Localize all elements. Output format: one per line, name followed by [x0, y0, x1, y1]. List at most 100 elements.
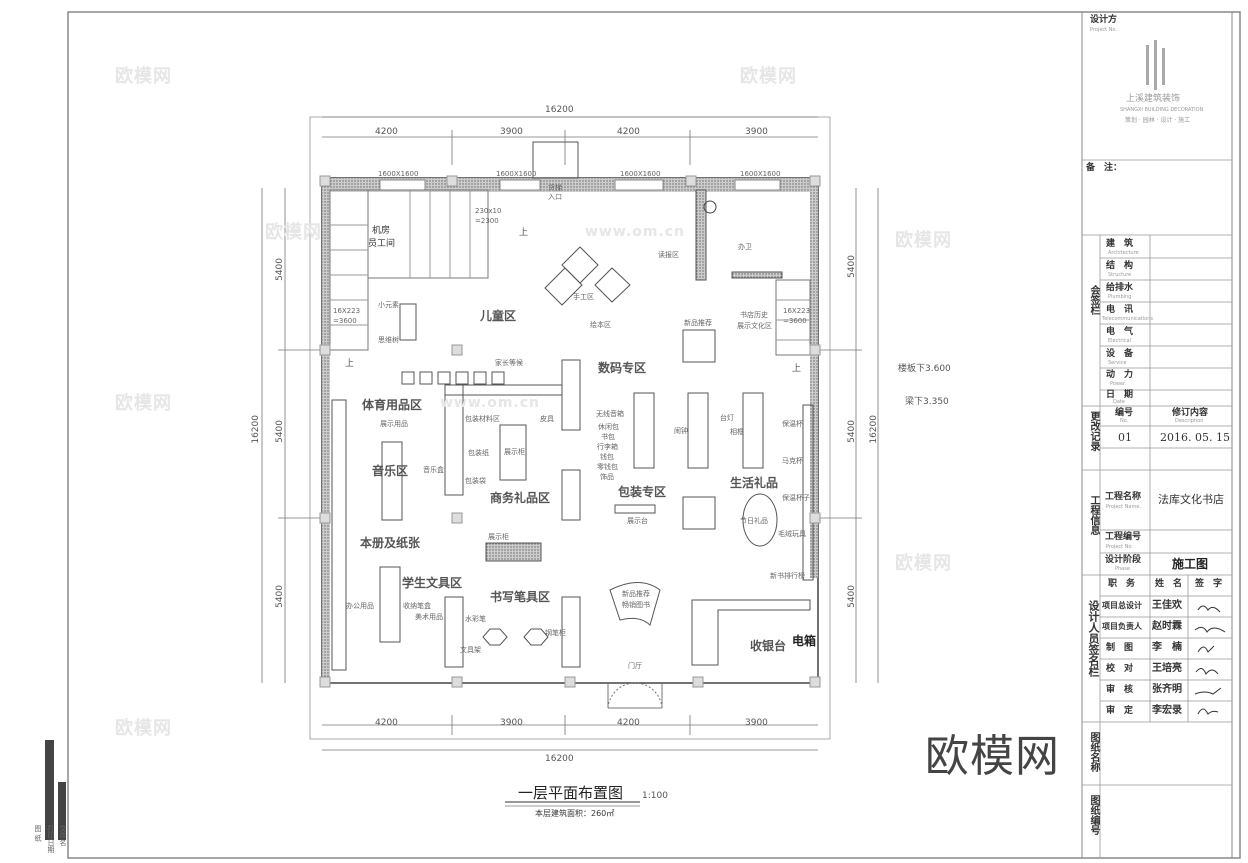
notes-label: 备 注：: [1086, 163, 1123, 173]
room-label: 美术用品: [415, 613, 443, 621]
dim-top: 4200: [375, 127, 398, 137]
stair-up: 上: [519, 228, 529, 238]
watermark-url: www.om.cn: [440, 395, 541, 411]
person-role: 项目负责人: [1102, 622, 1142, 631]
zone-business: 商务礼品区: [490, 491, 551, 505]
window-label: 1600X1600: [620, 170, 661, 178]
room-label: 绘本区: [590, 321, 611, 329]
window-label: 1600X1600: [740, 170, 781, 178]
room-label: 台灯: [720, 414, 734, 422]
sign-row-label: 日 期: [1106, 390, 1134, 400]
room-label: 新品推荐: [622, 590, 650, 598]
drawing-no-section: 图纸编号: [1088, 795, 1099, 835]
project-section: 工程信息: [1088, 495, 1099, 535]
col-name: 姓 名: [1155, 579, 1183, 589]
room-label: 休闲包: [598, 423, 619, 431]
room-hall: 门厅: [628, 662, 642, 670]
room-label: 机房: [372, 226, 391, 236]
col-sign: 签 字: [1195, 579, 1223, 589]
sign-row-label: 给排水: [1106, 283, 1134, 293]
project-name-label: 工程名称: [1105, 492, 1142, 502]
dim-total-top: 16200: [545, 105, 574, 115]
sign-row-en: Structure: [1108, 272, 1132, 278]
dim-left: 5400: [275, 420, 285, 443]
stair-up: 上: [792, 364, 802, 374]
strip-label: 图 纸: [34, 825, 42, 842]
room-label: 包装纸: [468, 449, 489, 457]
person-name: 王培亮: [1152, 663, 1182, 674]
project-name: 法库文化书店: [1158, 493, 1224, 506]
zone-cashier: 收银台: [750, 639, 787, 653]
room-label: 家长等候: [495, 359, 523, 367]
sign-row-en: Architecture: [1108, 250, 1139, 256]
watermark-logo: 欧模网: [115, 66, 172, 87]
room-label: 保温杯子: [782, 494, 810, 502]
zone-writing: 书写笔具区: [490, 590, 551, 604]
person-name: 赵时霖: [1152, 621, 1182, 632]
room-label: 相框: [730, 428, 744, 436]
room-label: 节日礼品: [740, 517, 768, 525]
change-desc-header: 修订内容: [1172, 408, 1209, 418]
room-label: 入口: [548, 193, 562, 201]
room-label: 展示文化区: [737, 322, 772, 330]
change-row-no: 01: [1118, 431, 1132, 444]
sign-row-en: Telecommunications: [1102, 316, 1154, 322]
watermark-logo: 欧模网: [895, 553, 952, 574]
person-role: 项目总设计: [1102, 601, 1142, 610]
company-logo-text: 上溪建筑装饰: [1126, 94, 1181, 104]
designer-label-en: Project No.: [1090, 27, 1117, 33]
person-role: 校 对: [1106, 664, 1134, 674]
room-label: 手工区: [573, 293, 594, 301]
zone-music: 音乐区: [372, 464, 409, 478]
designer-label: 设计方: [1090, 15, 1118, 25]
sign-row-en: Plumbing: [1108, 294, 1132, 300]
room-elec: 电箱: [792, 634, 817, 648]
room-label: 音乐盒: [423, 466, 444, 474]
dim-bottom: 3900: [500, 718, 523, 728]
change-section: 更改记录: [1088, 411, 1099, 451]
dim-left: 5400: [275, 258, 285, 281]
room-label: 书店历史: [740, 311, 768, 319]
room-label: 钱包: [600, 453, 614, 461]
level-beam: 梁下3.350: [905, 397, 949, 407]
zone-digital: 数码专区: [598, 361, 647, 375]
person-role: 制 图: [1106, 643, 1134, 653]
signatures: [1194, 605, 1226, 715]
person-role: 审 定: [1106, 706, 1134, 716]
sign-row-en: Power: [1110, 381, 1126, 387]
dim-total-left: 16200: [251, 415, 261, 444]
watermark-logo: 欧模网: [895, 230, 952, 251]
room-label: 皮具: [540, 415, 554, 423]
dim-top: 3900: [500, 127, 523, 137]
room-label: 展示用品: [380, 420, 408, 428]
change-desc-en: Description: [1175, 418, 1204, 424]
watermark-logo-large: 欧模网: [925, 731, 1060, 782]
project-no-label: 工程编号: [1105, 532, 1142, 542]
window-label: 1600X1600: [378, 170, 419, 178]
project-name-en: Project Name.: [1106, 504, 1142, 510]
change-no-header: 编号: [1115, 408, 1134, 418]
room-label: 钢笔柜: [545, 629, 566, 637]
sign-row-label: 电 气: [1106, 327, 1134, 337]
col-role: 职 务: [1108, 579, 1136, 589]
sign-row-label: 电 讯: [1106, 305, 1134, 315]
room-label: 文具架: [460, 646, 481, 654]
sign-section: 会签栏: [1088, 285, 1099, 315]
drawing-title: 一层平面布置图: [518, 784, 624, 802]
dim-total-bottom: 16200: [545, 754, 574, 764]
room-label: 饰品: [600, 473, 614, 481]
room-label: 新书排行榜: [770, 572, 805, 580]
change-row-desc: 2016. 05. 15: [1160, 431, 1230, 444]
watermark-logo: 欧模网: [115, 718, 172, 739]
stage-label: 设计阶段: [1105, 555, 1142, 565]
room-label: 小元素: [378, 301, 399, 309]
dim-bottom: 4200: [617, 718, 640, 728]
sign-row-label: 结 构: [1106, 261, 1134, 271]
room-label: 思维树: [378, 336, 399, 344]
person-name: 王佳欢: [1152, 600, 1182, 611]
zone-books: 本册及纸张: [360, 536, 421, 550]
company-en: SHANGXI BUILDING DECORATION: [1120, 107, 1204, 113]
room-label: 展示台: [627, 517, 648, 525]
